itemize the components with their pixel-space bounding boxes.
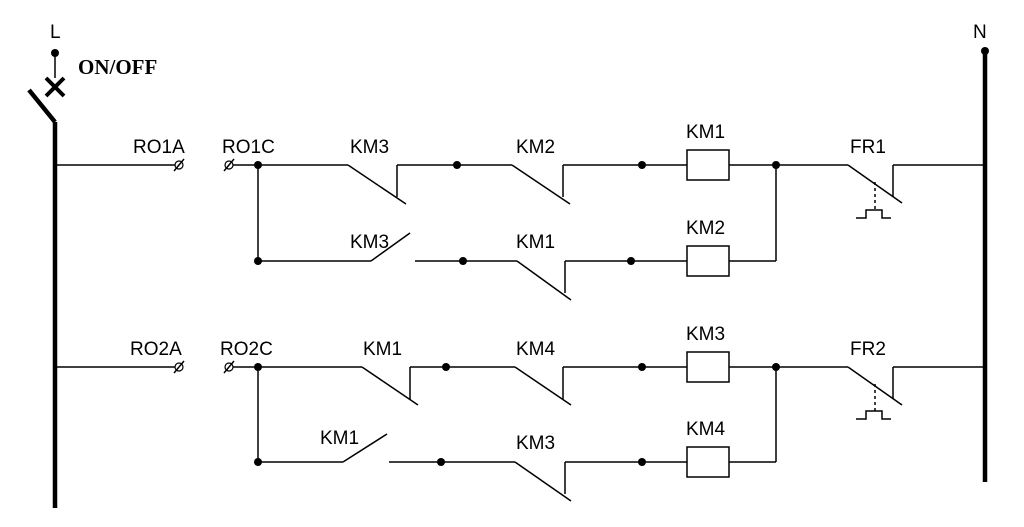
junction <box>459 257 467 265</box>
line-l-label: L <box>50 22 61 43</box>
junction <box>442 363 450 371</box>
coil-km2 <box>686 245 730 277</box>
junction <box>638 363 646 371</box>
contact-km1-nc <box>516 260 572 301</box>
label-ro2a: RO2A <box>130 339 182 360</box>
label-km1-contact: KM1 <box>516 232 555 253</box>
thermal-symbol <box>856 410 891 420</box>
switch-cross-b <box>44 76 66 98</box>
label-km2-coil: KM2 <box>686 218 725 239</box>
thermal-symbol <box>856 209 891 219</box>
contact-km1-nc-2 <box>361 366 419 406</box>
label-ro2c: RO2C <box>220 339 273 360</box>
coil-km4 <box>686 446 730 478</box>
junction <box>453 161 461 169</box>
line-n-label: N <box>973 22 987 43</box>
label-km2-contact: KM2 <box>516 137 555 158</box>
label-km3-contact-2: KM3 <box>516 433 555 454</box>
label-fr2: FR2 <box>850 339 886 360</box>
contact-km4-nc <box>514 366 572 406</box>
label-km4-coil: KM4 <box>686 419 726 440</box>
switch-blade <box>27 88 57 124</box>
junction <box>437 458 445 466</box>
rung-2 <box>55 351 985 502</box>
label-km3-coil: KM3 <box>686 324 725 345</box>
junction <box>638 458 646 466</box>
contact-km1-no <box>342 433 388 463</box>
junction <box>638 161 646 169</box>
label-km1-hold: KM1 <box>320 428 359 449</box>
label-ro1a: RO1A <box>133 137 185 158</box>
contact-km3-nc-2 <box>514 461 572 502</box>
label-km1-contact-2: KM1 <box>363 339 402 360</box>
overload-fr2 <box>847 366 903 420</box>
contact-km3-no <box>370 232 411 262</box>
contact-km3-nc <box>347 164 407 205</box>
label-km3-contact: KM3 <box>350 137 389 158</box>
coil-km1 <box>686 149 730 181</box>
label-km3-hold: KM3 <box>350 232 389 253</box>
main-switch <box>27 49 66 124</box>
overload-fr1 <box>847 164 903 219</box>
rung-1 <box>55 149 985 301</box>
coil-km3 <box>686 351 730 383</box>
label-km4-contact: KM4 <box>516 339 556 360</box>
junction <box>627 257 635 265</box>
contact-km2-nc <box>511 164 571 205</box>
label-ro1c: RO1C <box>222 137 275 158</box>
label-fr1: FR1 <box>850 137 886 158</box>
main-switch-label: ON/OFF <box>78 55 157 79</box>
label-km1-coil: KM1 <box>686 122 725 143</box>
